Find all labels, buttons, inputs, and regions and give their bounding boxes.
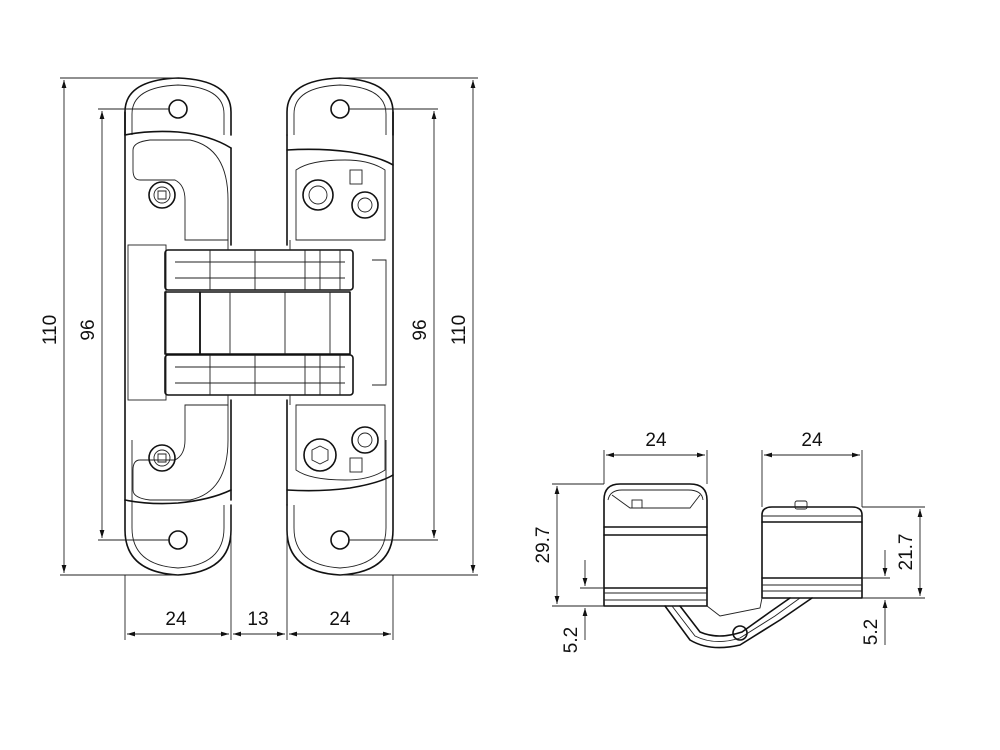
hole-icon bbox=[330, 530, 350, 550]
dim-flange-right: 5.2 bbox=[861, 619, 882, 645]
right-leaf bbox=[286, 77, 394, 576]
dim-depth-right: 21.7 bbox=[896, 534, 917, 571]
hole-icon bbox=[168, 99, 188, 119]
screw-icon bbox=[148, 181, 176, 209]
dim-flange-left: 5.2 bbox=[561, 627, 582, 653]
dim-overall-height-left: 110 bbox=[40, 315, 61, 345]
side-view: 24 24 29.7 5.2 21.7 5.2 bbox=[533, 430, 925, 653]
dim-width-right-leaf: 24 bbox=[329, 609, 351, 630]
dim-width-left-leaf: 24 bbox=[165, 609, 187, 630]
front-view: 110 96 96 110 24 13 24 bbox=[40, 77, 478, 640]
hole-icon bbox=[168, 530, 188, 550]
screw-icon bbox=[351, 191, 379, 219]
left-leaf bbox=[124, 77, 232, 576]
dim-overall-height-right: 110 bbox=[449, 315, 470, 345]
mounting-holes bbox=[168, 99, 350, 550]
dim-depth-left: 29.7 bbox=[533, 527, 554, 564]
dim-hole-spacing-left: 96 bbox=[78, 319, 99, 340]
link-mechanism bbox=[164, 239, 354, 406]
screw-icon bbox=[351, 426, 379, 454]
side-dimensions: 24 24 29.7 5.2 21.7 5.2 bbox=[533, 430, 925, 653]
front-dimensions: 110 96 96 110 24 13 24 bbox=[40, 77, 478, 640]
dim-side-width-right: 24 bbox=[801, 430, 823, 451]
dim-hole-spacing-right: 96 bbox=[410, 319, 431, 340]
side-left-body bbox=[603, 483, 708, 607]
dim-gap: 13 bbox=[247, 609, 268, 630]
pivot-icon bbox=[732, 625, 748, 641]
side-right-body bbox=[761, 500, 863, 599]
screw-icon bbox=[302, 179, 334, 211]
adjustment-screws bbox=[148, 179, 379, 472]
hole-icon bbox=[330, 99, 350, 119]
side-link-arm bbox=[664, 597, 813, 649]
screw-icon bbox=[148, 444, 176, 472]
screw-icon bbox=[303, 438, 337, 472]
dim-side-width-left: 24 bbox=[645, 430, 667, 451]
